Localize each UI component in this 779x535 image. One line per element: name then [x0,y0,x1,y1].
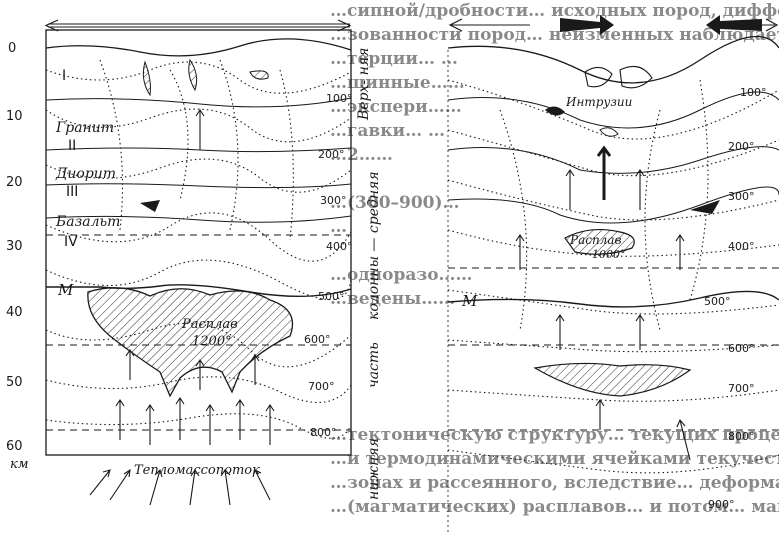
surface-profile [46,39,351,56]
moho-label: M [461,292,478,310]
intrusion [545,106,565,115]
magma-pocket [140,200,160,212]
isotherm-label: 600° [728,342,755,355]
bg-line: …ведены…… [330,289,455,309]
melt-body-lower [535,363,690,396]
isotherm-label: 700° [308,380,335,393]
isotherm-label: 800° [310,426,337,439]
column-upper-label: Верх- няя [356,48,372,121]
background-text: …сипной/дробности… исходных пород, диффе… [330,1,779,517]
depth-tick-label: 10 [6,109,23,124]
isotherm-label: 100° [740,86,767,99]
isotherm-label: 600° [304,333,331,346]
bg-line: …сипной/дробности… исходных пород, диффе… [330,1,779,21]
depth-tick-label: 40 [6,305,23,320]
depth-tick-label: 50 [6,375,23,390]
bg-line: …зонах и рассеянного, вследствие… деформ… [330,473,779,493]
isotherm-label: 500° [318,290,345,303]
isotherm-label: 300° [320,194,347,207]
magma-pocket [250,71,268,79]
melt-temperature-label: 1000° [592,248,626,261]
depth-axis: 0 10 20 30 40 50 60 км [6,41,29,472]
layer-roman-label: III [66,184,78,200]
isotherm-label: 200° [318,148,345,161]
layer-name-label: Диорит [55,166,116,182]
isotherm-label: 400° [326,240,353,253]
depth-tick-label: 20 [6,175,23,190]
bg-line: …гавки… … [330,121,445,141]
bg-line: …и термодинамическими ячейками текучести… [330,449,779,469]
magma-pocket [189,60,197,90]
melt-label: Расплав [181,317,238,332]
column-middle-label: колонны — средняя [366,171,382,320]
intrusion-label: Интрузии [565,95,632,109]
intrusion [620,66,652,87]
isotherm-label: 100° [326,92,353,105]
depth-tick-label: 0 [8,41,16,56]
melt-temperature-label: 1200° [192,334,232,349]
layer-name-label: Гранит [55,120,114,136]
column-part-label: часть [366,342,382,388]
left-cross-section: 0 10 20 30 40 50 60 км I Гранит II Диори… [6,20,353,505]
layer-boundary [46,184,351,188]
flux-label: Тепломассопоток [134,463,260,478]
isotherm-label: 900° [708,498,735,511]
layer-boundary [46,98,351,107]
melt-body [88,288,293,396]
layer-name-label: Базальт [55,214,120,230]
layer-roman-label: I [62,68,66,84]
isotherm-label: 400° [728,240,755,253]
isotherm-label: 200° [728,140,755,153]
isotherm-label: 800° [728,430,755,443]
layer-roman-label: IV [64,234,78,250]
isotherm-label: 500° [704,295,731,308]
depth-tick-label: 60 [6,439,23,454]
isotherm-label: 700° [728,382,755,395]
isotherm-labels: 100° 200° 300° 400° 500° 600° 700° 800° … [704,86,767,511]
intrusion [600,128,618,137]
bg-line: …терции… … [330,49,458,69]
bg-line: …тектоническую структуру… текущих процес… [330,425,779,445]
isotherms [46,60,351,438]
depth-tick-label: 30 [6,239,23,254]
melt-label: Расплав [569,233,621,247]
bg-line: …щинные…… [330,73,465,93]
isotherms [448,80,779,473]
magma-pocket [143,62,150,95]
layer-boundary [46,148,351,152]
bg-line: …(300–900)… [330,193,460,213]
isotherm-label: 300° [728,190,755,203]
bg-line: … [330,217,347,237]
moho-label: M [57,281,74,299]
depth-unit-label: км [10,457,29,472]
column-bottom-label: нижняя [366,438,382,500]
left-frame [46,30,351,455]
layer-roman-label: II [68,138,76,154]
